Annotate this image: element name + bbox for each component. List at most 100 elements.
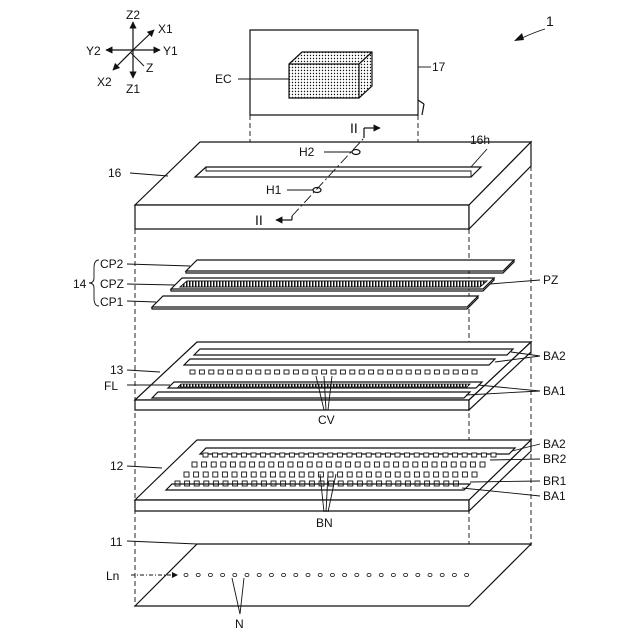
cavity (265, 370, 270, 374)
nozzle-opening (192, 462, 197, 467)
nozzle-opening (461, 462, 466, 467)
branch (203, 453, 208, 457)
nozzle-opening (357, 472, 362, 477)
nozzle-opening (346, 462, 351, 467)
nozzle-opening (442, 462, 447, 467)
part-17-board: EC 17 (215, 30, 446, 115)
nozzle-opening (414, 472, 419, 477)
nozzle (196, 573, 200, 576)
cavity (406, 370, 411, 374)
cavity (387, 370, 392, 374)
cavity (284, 370, 289, 374)
nozzle-opening (309, 472, 314, 477)
nozzle-opening (280, 472, 285, 477)
nozzle-opening (261, 472, 266, 477)
part-14-piezo-stack: CP2 CPZ CP1 14 PZ (73, 257, 558, 309)
nozzle-opening (403, 462, 408, 467)
label-17: 17 (432, 60, 446, 74)
branch (405, 453, 410, 457)
branch (424, 453, 429, 457)
label-cp2: CP2 (100, 257, 124, 271)
label-fl: FL (104, 379, 118, 393)
nozzle (208, 573, 212, 576)
label-cp1: CP1 (100, 295, 124, 309)
label-br1: BR1 (543, 474, 567, 488)
cavity (359, 370, 364, 374)
branch (347, 453, 352, 457)
nozzle-opening (405, 472, 410, 477)
nozzle (282, 573, 286, 576)
nozzle (184, 573, 188, 576)
nozzle-opening (298, 462, 303, 467)
part-13-flow-layer: 13 FL BA2 BA1 CV (104, 342, 566, 427)
axis-label-z: Z (146, 61, 153, 75)
cavity (293, 370, 298, 374)
cavity (322, 370, 327, 374)
branch (222, 453, 227, 457)
nozzle (306, 573, 310, 576)
part-16-cover: 16h 16 H1 H2 II II (108, 120, 531, 229)
cavity (444, 370, 449, 374)
branch (453, 453, 458, 457)
branch (270, 453, 275, 457)
nozzle (404, 573, 408, 576)
branch (414, 453, 419, 457)
nozzle (318, 573, 322, 576)
nozzle-opening (290, 472, 295, 477)
nozzle (269, 573, 273, 576)
cavity (218, 370, 223, 374)
branch (213, 453, 218, 457)
coordinate-axes: Z2 X1 Y2 Y1 X2 Z Z1 (86, 8, 178, 96)
cavity (369, 370, 374, 374)
nozzle-opening (194, 472, 199, 477)
nozzle (465, 573, 469, 576)
branch (232, 453, 237, 457)
nozzle (233, 573, 237, 576)
nozzle-opening (221, 462, 226, 467)
nozzle (221, 573, 225, 576)
label-section-top: II (350, 120, 358, 136)
cavity (434, 370, 439, 374)
nozzle-opening (443, 472, 448, 477)
label-cv: CV (318, 413, 335, 427)
nozzle-opening (251, 472, 256, 477)
nozzle-opening (480, 462, 485, 467)
cavity (453, 370, 458, 374)
part-11-nozzle-plate: 11 Ln N (106, 535, 531, 631)
branch (357, 453, 362, 457)
nozzle (294, 573, 298, 576)
nozzle-opening (317, 462, 322, 467)
nozzle-opening (394, 462, 399, 467)
cavity (256, 370, 261, 374)
branch (328, 453, 333, 457)
label-13: 13 (110, 363, 124, 377)
nozzle-opening (211, 462, 216, 467)
nozzle-opening (230, 462, 235, 467)
nozzle-opening (213, 472, 218, 477)
cavity (340, 370, 345, 374)
nozzle (391, 573, 395, 576)
nozzle (440, 573, 444, 576)
cavity (199, 370, 204, 374)
branch (280, 453, 285, 457)
nozzle-opening (355, 462, 360, 467)
label-16: 16 (108, 166, 122, 180)
label-br2: BR2 (543, 452, 567, 466)
nozzle-opening (365, 462, 370, 467)
nozzle (452, 573, 456, 576)
figure-number: 1 (514, 13, 554, 41)
nozzle (379, 573, 383, 576)
cavity (275, 370, 280, 374)
nozzle (330, 573, 334, 576)
branch (443, 453, 448, 457)
axis-label-z1: Z1 (126, 82, 140, 96)
nozzle-opening (453, 472, 458, 477)
nozzle (343, 573, 347, 576)
cavity (331, 370, 336, 374)
nozzle-opening (240, 462, 245, 467)
cavity (425, 370, 430, 374)
cavity (190, 370, 195, 374)
nozzle-opening (376, 472, 381, 477)
nozzle-opening (278, 462, 283, 467)
nozzle-opening (270, 472, 275, 477)
